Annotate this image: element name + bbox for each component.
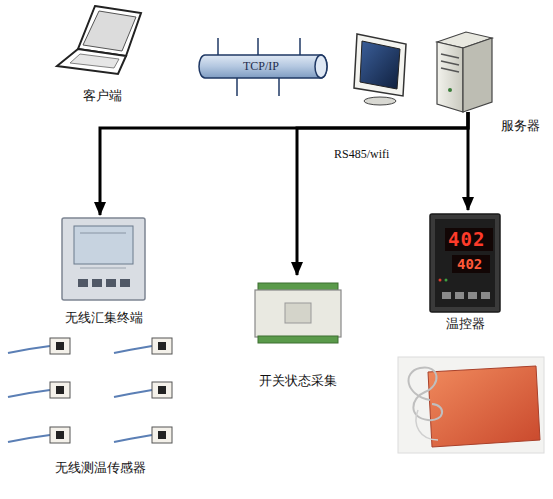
sensor [114, 427, 172, 443]
terminal-button [120, 279, 130, 287]
sensor-group: 无线测温传感器 [5, 330, 195, 480]
heating-pad [428, 366, 540, 447]
arrow-connector [100, 112, 468, 215]
collection-terminal: 无线汇集终端 [50, 215, 158, 330]
node-label: TCP/IP [200, 55, 322, 78]
module-chip [285, 303, 311, 323]
sensor-cable [8, 346, 50, 353]
node-label: 开关状态采集 [245, 373, 350, 389]
display-value: 402 [448, 229, 485, 250]
node-label: 无线测温传感器 [5, 460, 195, 476]
node-label: 无线汇集终端 [50, 310, 158, 326]
network-pipe [199, 55, 327, 78]
pipe-end [315, 55, 327, 78]
sensor-cable [8, 435, 50, 442]
terminal-block [258, 336, 338, 343]
laptop-base [57, 49, 126, 74]
client-laptop: 客户端 [55, 3, 150, 105]
sensor-cable [114, 390, 152, 397]
sensor [8, 427, 70, 443]
server-led [448, 88, 452, 92]
network-bus: TCP/IP [200, 55, 322, 78]
monitor-frame [354, 34, 406, 96]
node-label: 服务器 [494, 118, 546, 134]
controller-frame [430, 214, 500, 312]
network-tap [236, 77, 238, 96]
pad-cable [416, 410, 438, 440]
sensor-cable [114, 346, 152, 353]
sv-display [452, 255, 490, 273]
bus-label: RS485/wifi [334, 147, 389, 161]
network-tap [217, 38, 219, 56]
sensor [8, 338, 70, 354]
node-label: 温控器 [425, 316, 505, 332]
controller-face [435, 219, 495, 307]
sensor-body [152, 338, 172, 354]
laptop-screen [83, 11, 136, 51]
node-label: 客户端 [55, 88, 150, 104]
server: 服务器 [432, 28, 492, 112]
sensor-chip [158, 342, 166, 350]
sensor-chip [158, 431, 166, 439]
sensor [8, 382, 70, 398]
photo-frame [398, 357, 544, 453]
sensor-body [50, 382, 70, 398]
laptop-keyboard [70, 54, 119, 68]
controller-button [442, 292, 451, 299]
sensor-body [50, 427, 70, 443]
terminal-screen-line [80, 233, 126, 234]
terminal-screen [74, 226, 133, 264]
sensor-body [50, 338, 70, 354]
pad-cable [409, 367, 443, 420]
controller-button [468, 292, 477, 299]
sensor-body [152, 427, 172, 443]
server-drive-bay [441, 54, 459, 58]
server-front [437, 42, 463, 112]
pv-display [445, 228, 493, 251]
status-led [439, 279, 442, 282]
monitor-stand [364, 97, 396, 105]
status-led [445, 279, 448, 282]
terminal-plate-line [80, 268, 126, 269]
sensor-body [152, 382, 172, 398]
terminal-body [62, 218, 145, 300]
monitor-screen [360, 41, 400, 89]
sensor [114, 338, 172, 354]
server-drive-bay [441, 68, 459, 72]
sensor-chip [56, 386, 64, 394]
network-tap [278, 77, 280, 96]
network-tap [257, 38, 259, 56]
sensor-chip [56, 431, 64, 439]
sensor-chip [56, 342, 64, 350]
controller-button [481, 292, 490, 299]
controller-button [455, 292, 464, 299]
server-side [463, 38, 492, 112]
terminal-button [78, 279, 88, 287]
switch-module: 开关状态采集 [245, 275, 350, 395]
sensor-cable [8, 390, 50, 397]
sensor-chip [158, 386, 166, 394]
sensor [114, 382, 172, 398]
module-body [255, 290, 341, 337]
arrow-connector [297, 112, 468, 275]
display-value: 402 [457, 256, 482, 272]
server-drive-bay [441, 61, 459, 65]
arrow-connector [467, 112, 470, 210]
terminal-button [92, 279, 102, 287]
sensor-cable [114, 435, 152, 442]
terminal-button [106, 279, 116, 287]
network-tap [299, 38, 301, 56]
laptop-screen-frame [78, 6, 141, 56]
